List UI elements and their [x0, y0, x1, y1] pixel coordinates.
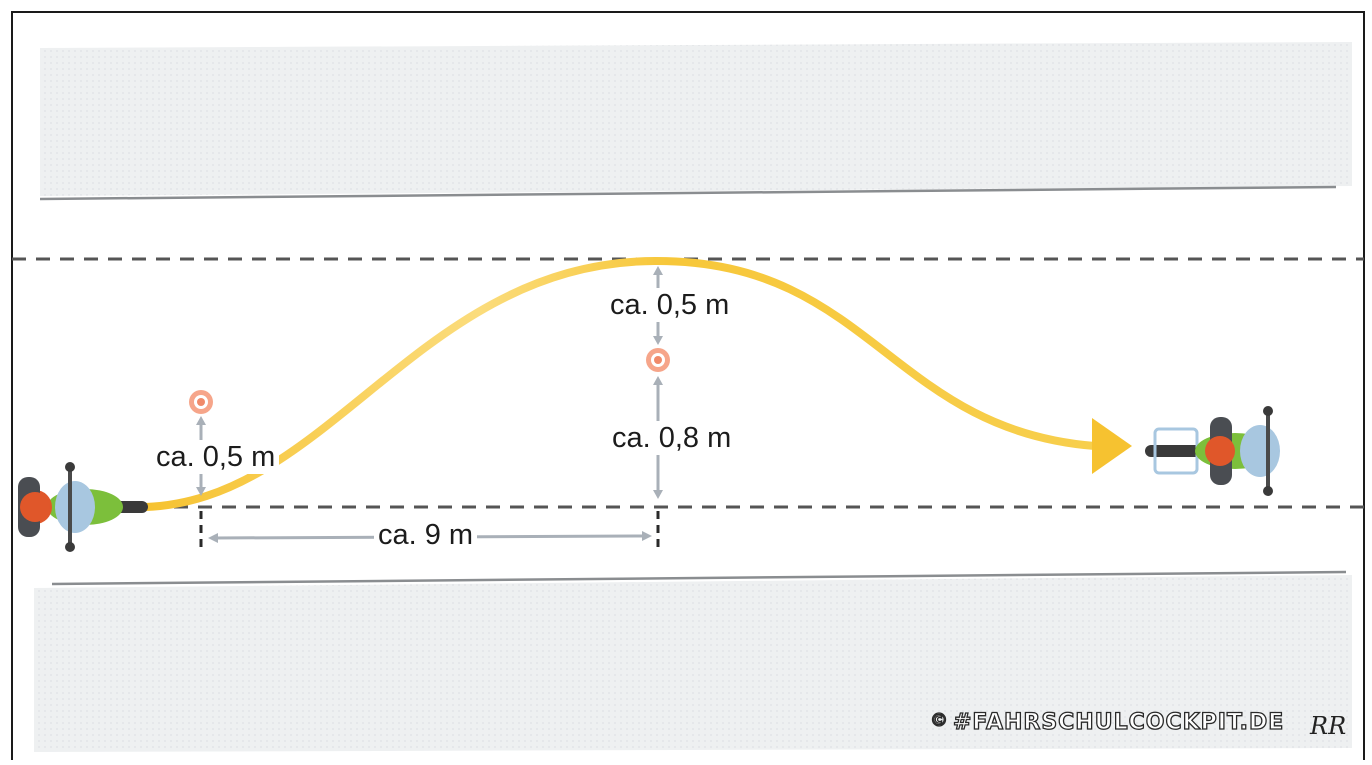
watermark: ©#FAHRSCHULCOCKPIT.DE	[929, 709, 1285, 735]
watermark-text: #FAHRSCHULCOCKPIT.DE	[952, 709, 1285, 735]
swerve-path	[142, 256, 1099, 511]
copyright-symbol: ©	[929, 709, 949, 731]
cone-middle	[646, 348, 670, 372]
bottom-sidewalk	[34, 570, 1352, 752]
path-arrowhead	[1092, 418, 1132, 474]
cone-left	[189, 390, 213, 414]
bottom-clearance-label: ca. 0,8 m	[608, 421, 736, 455]
bottom-road-edge	[51, 570, 1347, 586]
distance-label: ca. 9 m	[374, 518, 478, 552]
left-clearance-label: ca. 0,5 m	[152, 440, 280, 474]
motorcycle-end	[1145, 406, 1280, 496]
top-clearance-label: ca. 0,5 m	[606, 288, 734, 322]
motorcycle-start	[18, 462, 148, 552]
top-road-edge	[39, 185, 1337, 201]
signature: RR	[1310, 712, 1347, 740]
top-sidewalk	[39, 42, 1352, 201]
